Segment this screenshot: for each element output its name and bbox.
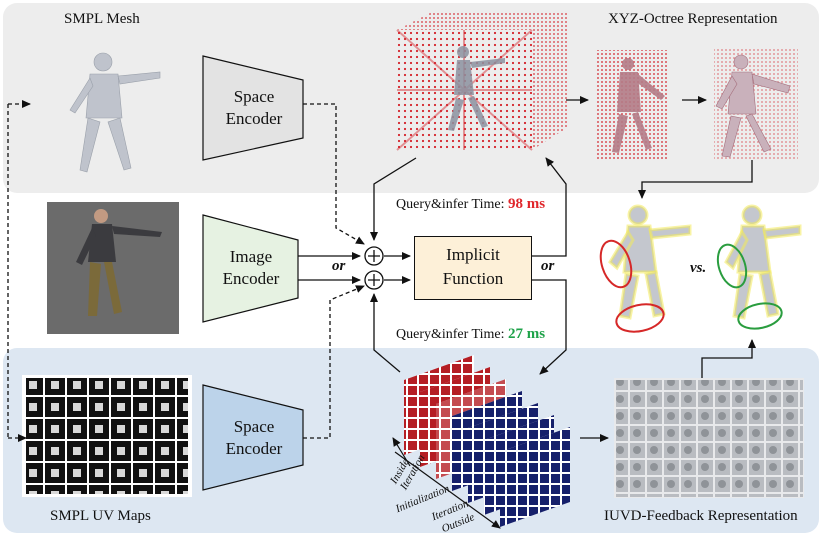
space-encoder-top-line-1: Space [233,87,275,106]
uv-maps-grid [22,375,192,497]
implicit-function-box [414,236,532,300]
space-encoder-bottom-shape [202,384,304,491]
space-encoder-top-line-2: Encoder [225,109,283,128]
space-encoder-bottom-label: Space Encoder [212,416,296,460]
timing-top-prefix: Query&infer Time: [396,197,508,212]
result-figure-right [716,204,802,330]
timing-bottom: Query&infer Time: 27 ms [396,326,545,343]
image-encoder-line-2: Encoder [222,269,280,288]
timing-top-value: 98 ms [508,196,546,212]
octree-seq-2 [714,48,798,160]
implicit-function-line-2: Function [442,269,504,288]
axis-outside [394,451,501,529]
xyz-octree-label: XYZ-Octree Representation [608,11,778,27]
plus-node-lower [364,270,384,290]
timing-bottom-value: 27 ms [508,326,546,342]
smpl-uv-maps-label: SMPL UV Maps [50,508,151,524]
or-left: or [332,258,346,274]
timing-bottom-prefix: Query&infer Time: [396,327,508,342]
plus-node-upper [364,246,384,266]
result-figure-left [599,204,692,333]
space-encoder-bottom-line-1: Space [233,417,275,436]
input-photo [47,202,179,334]
or-right: or [541,258,555,274]
implicit-function-line-1: Implicit [446,245,500,264]
space-encoder-top-label: Space Encoder [212,86,296,130]
space-encoder-top-shape [202,55,304,161]
implicit-function-label: Implicit Function [414,243,532,291]
iuvd-feedback-label: IUVD-Feedback Representation [604,508,798,524]
space-encoder-bottom-line-2: Encoder [225,439,283,458]
vs-label: vs. [690,260,707,276]
iuvd-feedback-grid [614,378,804,498]
octree-cube [396,12,567,151]
timing-top: Query&infer Time: 98 ms [396,196,545,213]
iuvd-slices [404,355,570,527]
axis-inside [392,437,411,467]
image-encoder-line-1: Image [229,247,273,266]
smpl-mesh-figure [69,52,161,173]
smpl-mesh-label: SMPL Mesh [64,11,140,27]
octree-seq-1 [596,50,668,160]
image-encoder-shape [202,214,299,323]
image-encoder-label: Image Encoder [209,246,293,290]
